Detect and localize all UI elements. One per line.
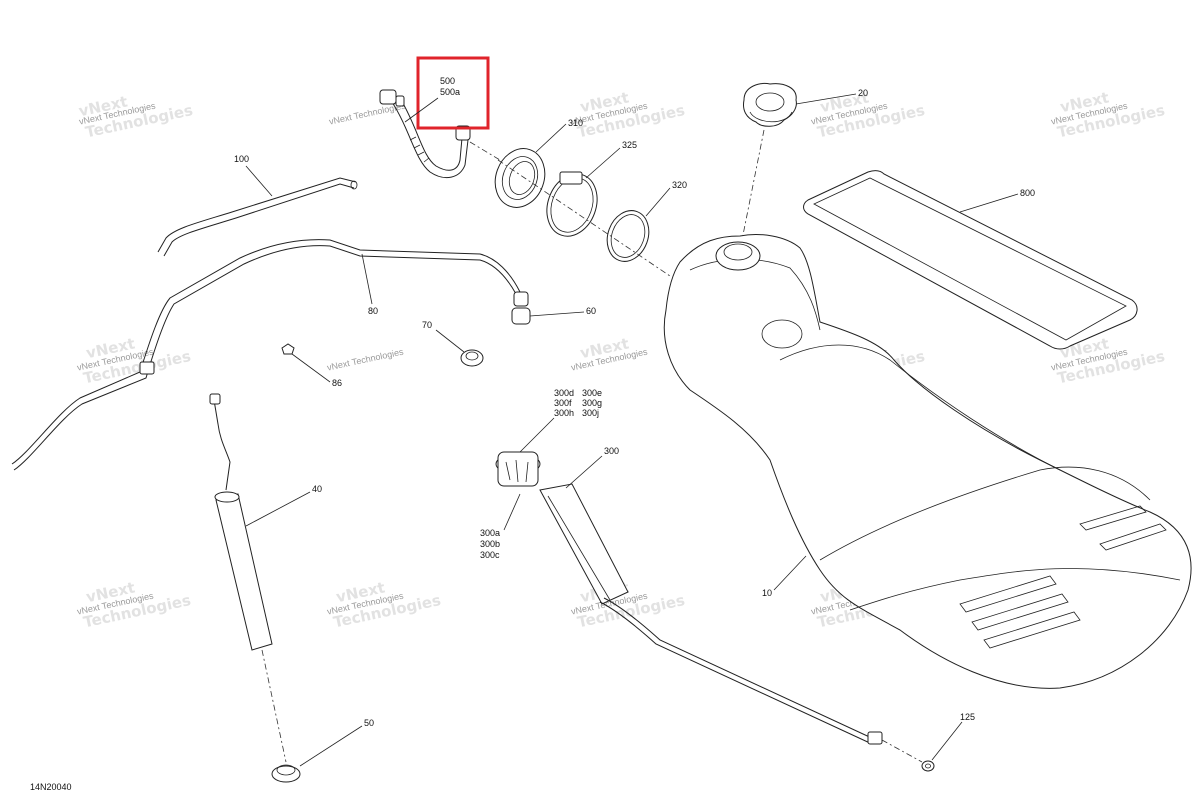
part-300-fuel-pump[interactable] xyxy=(495,451,883,745)
callout-300d[interactable]: 300d xyxy=(554,388,574,398)
part-310-ring[interactable] xyxy=(487,142,553,215)
watermark-text: vNext Technologies xyxy=(326,347,405,373)
callout-10[interactable]: 10 xyxy=(762,588,772,598)
callout-86[interactable]: 86 xyxy=(332,378,342,388)
part-10-fuel-tank[interactable] xyxy=(663,234,1192,689)
callout-500a[interactable]: 500a xyxy=(440,87,460,97)
callout-20[interactable]: 20 xyxy=(858,88,868,98)
callout-300e[interactable]: 300e xyxy=(582,388,602,398)
callout-300g[interactable]: 300g xyxy=(582,398,602,408)
callout-100[interactable]: 100 xyxy=(234,154,249,164)
callout-325[interactable]: 325 xyxy=(622,140,637,150)
callout-300h[interactable]: 300h xyxy=(554,408,574,418)
part-60-valve[interactable] xyxy=(511,291,531,325)
diagram-id: 14N20040 xyxy=(30,782,72,792)
callout-40[interactable]: 40 xyxy=(312,484,322,494)
callout-80[interactable]: 80 xyxy=(368,306,378,316)
leader-500 xyxy=(404,97,439,123)
part-50-plug[interactable] xyxy=(271,764,301,783)
part-100-vent-line[interactable] xyxy=(157,177,358,257)
callout-300f[interactable]: 300f xyxy=(554,398,572,408)
part-500-vent-hose[interactable] xyxy=(379,89,501,179)
callout-300j[interactable]: 300j xyxy=(582,408,599,418)
highlight-box xyxy=(416,56,490,130)
part-86-clip[interactable] xyxy=(281,343,295,355)
callout-300[interactable]: 300 xyxy=(604,446,619,456)
part-800-pad[interactable] xyxy=(803,170,1138,350)
part-80-vent-tube[interactable] xyxy=(11,239,521,471)
callout-800[interactable]: 800 xyxy=(1020,188,1035,198)
part-325-clamp[interactable] xyxy=(539,167,606,244)
part-40-level-sensor[interactable] xyxy=(209,393,273,651)
part-20-fuel-cap[interactable] xyxy=(743,83,797,127)
callout-60[interactable]: 60 xyxy=(586,306,596,316)
callout-125[interactable]: 125 xyxy=(960,712,975,722)
callout-70[interactable]: 70 xyxy=(422,320,432,330)
callout-50[interactable]: 50 xyxy=(364,718,374,728)
callout-320[interactable]: 320 xyxy=(672,180,687,190)
callout-300a[interactable]: 300a xyxy=(480,528,500,538)
watermark-text: vNext Technologies xyxy=(328,101,407,127)
part-125-washer[interactable] xyxy=(921,760,935,772)
callout-300c[interactable]: 300c xyxy=(480,550,500,560)
part-320-o-ring[interactable] xyxy=(600,205,655,268)
part-70-grommet[interactable] xyxy=(460,349,484,367)
callout-300b[interactable]: 300b xyxy=(480,539,500,549)
callout-500[interactable]: 500 xyxy=(440,76,455,86)
callout-310[interactable]: 310 xyxy=(568,118,583,128)
